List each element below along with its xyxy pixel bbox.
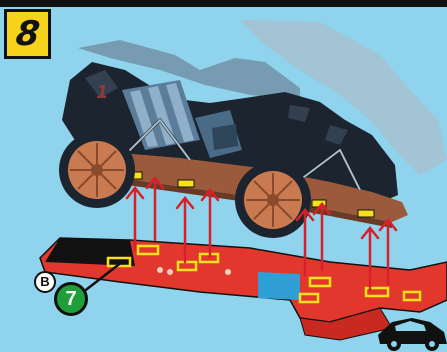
part-letter-callout: B bbox=[34, 271, 56, 293]
step-number: 8 bbox=[14, 14, 41, 54]
rear-wheel bbox=[235, 162, 311, 238]
base-sheet-blue-panel bbox=[258, 272, 300, 300]
car-side-number: 1 bbox=[96, 82, 109, 103]
cockpit-frame bbox=[212, 124, 238, 150]
part-number-callout: 7 bbox=[54, 282, 88, 316]
front-wheel bbox=[59, 132, 135, 208]
step-number-badge: 8 bbox=[4, 9, 51, 59]
